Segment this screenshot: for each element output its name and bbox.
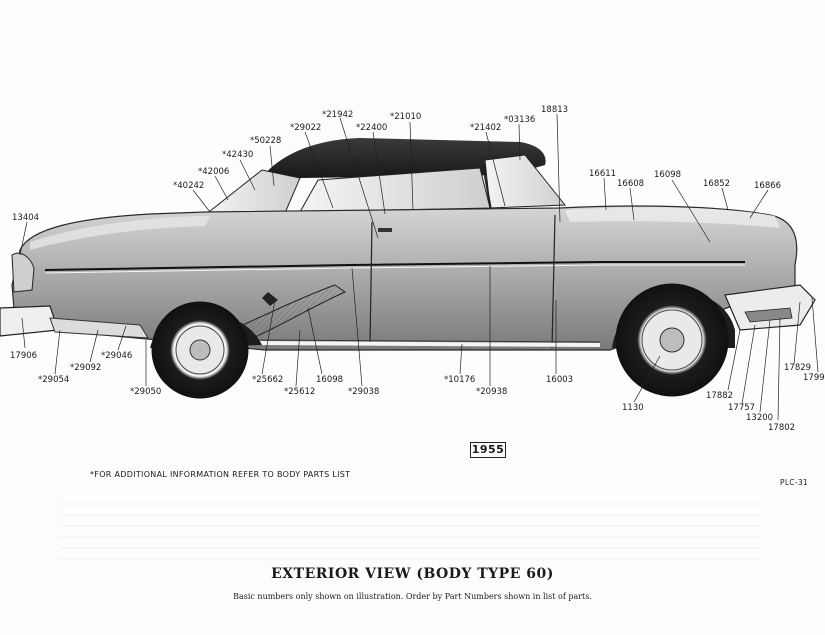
footnote: *FOR ADDITIONAL INFORMATION REFER TO BOD… xyxy=(90,470,351,479)
part-callouts: *21942 *22400 *21010 *21402 *03136 18813… xyxy=(10,105,825,433)
part-callout: *10176 xyxy=(444,375,475,385)
part-callout: *20938 xyxy=(476,387,507,397)
part-callout: 16098 xyxy=(654,170,681,180)
part-callout: *29092 xyxy=(70,363,101,373)
part-callout: *29054 xyxy=(38,375,69,385)
part-callout: *21010 xyxy=(390,112,421,122)
part-callout: *03136 xyxy=(504,115,535,125)
part-callout: 16608 xyxy=(617,179,644,189)
car-roof xyxy=(255,138,546,190)
part-callout: *25612 xyxy=(284,387,315,397)
part-callout: *42006 xyxy=(198,167,229,177)
part-callout: 18813 xyxy=(541,105,568,115)
car-exterior-illustration: *21942 *22400 *21010 *21402 *03136 18813… xyxy=(0,105,825,433)
part-callout: *29022 xyxy=(290,123,321,133)
part-callout: *21942 xyxy=(322,110,353,120)
rear-window xyxy=(484,154,567,209)
part-callout: 16098 xyxy=(316,375,343,385)
part-callout: *50228 xyxy=(250,136,281,146)
leader-lines xyxy=(19,113,819,421)
part-callout: 17906 xyxy=(10,351,37,361)
part-callout: 13200 xyxy=(746,413,773,423)
part-callout: 17882 xyxy=(706,391,733,401)
bleed-through-text xyxy=(60,500,760,560)
rear-wheel xyxy=(615,283,729,397)
part-callout: 1799 xyxy=(803,373,825,383)
part-callout: 17757 xyxy=(728,403,755,413)
part-callout: *29046 xyxy=(101,351,132,361)
part-callout: *42430 xyxy=(222,150,253,160)
part-callout: 16003 xyxy=(546,375,573,385)
part-callout: *29038 xyxy=(348,387,379,397)
part-callout: 17802 xyxy=(768,423,795,433)
rear-bumper xyxy=(724,284,816,331)
page-title: EXTERIOR VIEW (BODY TYPE 60) xyxy=(271,566,554,582)
plate-id: PLC-31 xyxy=(780,478,808,487)
model-year-box: 1955 xyxy=(470,442,506,458)
front-bumper xyxy=(0,305,59,337)
part-callout: 1130 xyxy=(622,403,644,413)
part-callout: 16611 xyxy=(589,169,616,179)
part-callout: *40242 xyxy=(173,181,204,191)
page-subtitle: Basic numbers only shown on illustration… xyxy=(233,592,592,601)
part-callout: *29050 xyxy=(130,387,161,397)
front-wheel xyxy=(151,301,249,399)
part-callout: 17829 xyxy=(784,363,811,373)
part-callout: *22400 xyxy=(356,123,387,133)
part-callout: *25662 xyxy=(252,375,283,385)
part-callout: 16866 xyxy=(754,181,781,191)
part-callout: 13404 xyxy=(12,213,39,223)
part-callout: 16852 xyxy=(703,179,730,189)
part-callout: *21402 xyxy=(470,123,501,133)
